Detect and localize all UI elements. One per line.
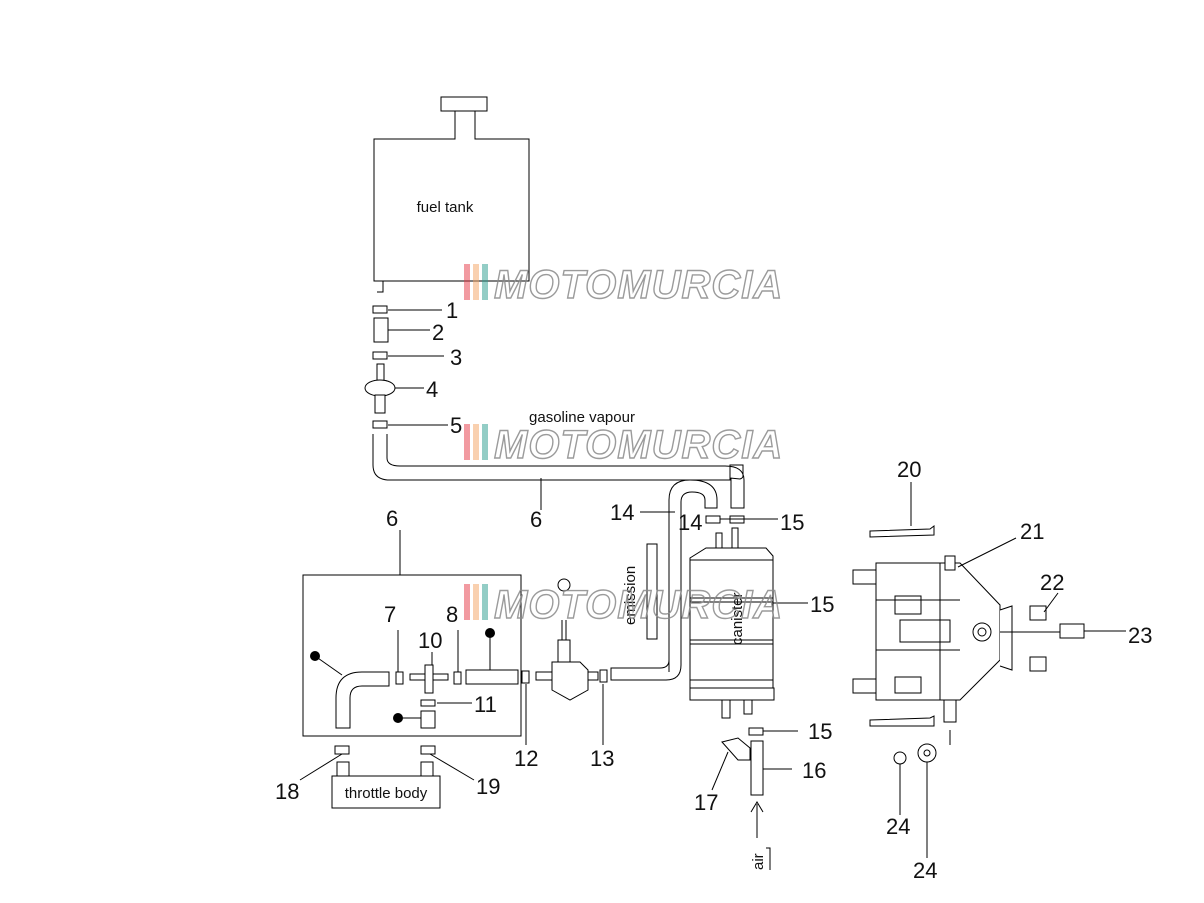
elbow-hose	[335, 671, 390, 729]
svg-text:MOTOMURCIA: MOTOMURCIA	[494, 423, 783, 467]
fuel-tank-label: fuel tank	[417, 199, 474, 216]
clamp-15-lower	[420, 699, 436, 707]
fuel-line-parts	[364, 305, 396, 429]
callout-21: 23	[1128, 623, 1152, 648]
stub-hose	[420, 710, 436, 729]
callout-23: 24	[886, 814, 910, 839]
callout-numbers: 1 2 3 4 5 6 6 7 8 10 11 12 13 14 14 15 1…	[275, 298, 1152, 883]
clamp-2	[748, 727, 764, 736]
callout-24-right: 19	[476, 774, 500, 799]
callout-4: 2	[432, 320, 444, 345]
clamp-6-upper	[372, 351, 388, 360]
svg-text:MOTOMURCIA: MOTOMURCIA	[494, 263, 783, 307]
callout-17: 10	[418, 628, 442, 653]
watermark-logo-2: MOTOMURCIA	[464, 422, 783, 468]
callout-5: 17	[694, 790, 718, 815]
callout-12: 15	[780, 510, 804, 535]
callout-6-upper: 3	[450, 345, 462, 370]
air-label: air	[750, 853, 767, 870]
clamp-15-left	[395, 671, 404, 685]
callout-16: 6	[530, 507, 542, 532]
callout-24-left: 18	[275, 779, 299, 804]
nut-20	[1029, 605, 1047, 672]
svg-text:MOTOMURCIA: MOTOMURCIA	[494, 583, 783, 627]
t-fitting-17	[409, 664, 449, 694]
callout-19: 21	[1020, 519, 1044, 544]
screw-23	[893, 751, 907, 765]
clamp-8	[372, 305, 388, 314]
clamp-14-bottom	[599, 669, 608, 683]
clamp-15-right	[453, 671, 462, 685]
callout-7: 4	[426, 377, 438, 402]
bracket-assembly-19	[852, 525, 1013, 727]
bolt-lower	[869, 715, 935, 727]
throttle-body-label: throttle body	[345, 785, 428, 802]
callout-1: 15	[810, 592, 834, 617]
clip-21	[1000, 623, 1085, 639]
hose-3	[750, 740, 764, 796]
hose-16	[372, 434, 745, 509]
emission-tube	[646, 543, 658, 640]
fuel-tank: fuel tank	[373, 96, 530, 293]
callout-15-b: 8	[446, 602, 458, 627]
canister-1: canister	[689, 527, 775, 719]
callout-15-c: 11	[474, 692, 497, 717]
clamp-14-top	[705, 515, 721, 524]
assembly-13-box	[302, 574, 522, 737]
clamp-6-lower	[372, 420, 388, 429]
gasoline-vapour-label: gasoline vapour	[529, 409, 635, 426]
fuel-tank-cap	[440, 96, 488, 112]
callout-6-lower: 5	[450, 413, 462, 438]
washer-22	[917, 743, 937, 763]
part-5	[721, 737, 751, 761]
callout-14-top: 14	[678, 510, 702, 535]
callout-13: 6	[386, 506, 398, 531]
watermark-logo-1: MOTOMURCIA	[464, 262, 783, 308]
callout-18: 20	[897, 457, 921, 482]
callout-20: 22	[1040, 570, 1064, 595]
callout-8: 1	[446, 298, 458, 323]
watermark: MOTOMURCIA MOTOMURCIA MOTOMURCIA	[464, 262, 783, 628]
callout-11: 14	[610, 500, 634, 525]
watermark-logo-3: MOTOMURCIA	[464, 582, 783, 628]
hose-11	[610, 479, 718, 681]
callout-3: 16	[802, 758, 826, 783]
clamp-10	[521, 670, 530, 684]
straight-hose	[465, 669, 519, 685]
hose-4	[373, 317, 389, 343]
leader-lines	[299, 309, 1126, 858]
callout-22: 24	[913, 858, 937, 883]
bolt-18	[869, 525, 935, 538]
callout-14-bottom: 13	[590, 746, 614, 771]
emission-label: emission	[622, 566, 639, 625]
purge-valve	[535, 578, 599, 701]
callout-15-a: 7	[384, 602, 396, 627]
callout-10: 12	[514, 746, 538, 771]
callout-2: 15	[808, 719, 832, 744]
throttle-body: throttle body	[331, 745, 441, 809]
air-inlet-arrow: air	[750, 801, 771, 870]
valve-7	[364, 363, 396, 414]
canister-label: canister	[729, 592, 746, 645]
